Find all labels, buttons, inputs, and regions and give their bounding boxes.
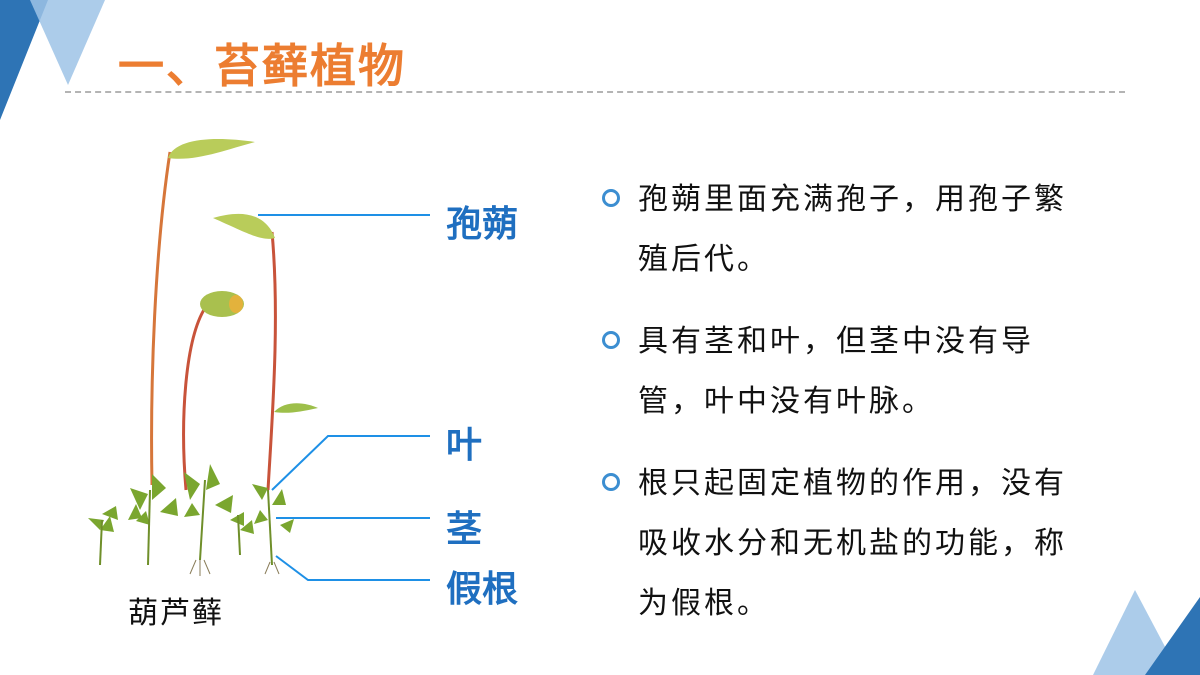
title-divider bbox=[65, 91, 1125, 93]
bullet-text: 根只起固定植物的作用，没有吸收水分和无机盐的功能，称为假根。 bbox=[638, 466, 1067, 621]
moss-stems bbox=[99, 479, 273, 566]
label-rhizoid: 假根 bbox=[446, 569, 519, 610]
moss-stalk-right bbox=[266, 231, 277, 491]
bottom-right-corner-decoration bbox=[1093, 590, 1200, 675]
bullet-ring-icon bbox=[602, 189, 620, 207]
bullet-list: 孢蒴里面充满孢子，用孢子繁殖后代。 具有茎和叶，但茎中没有导管，叶中没有叶脉。 … bbox=[602, 170, 1082, 656]
label-stem: 茎 bbox=[446, 509, 483, 550]
plant-name-caption: 葫芦藓 bbox=[128, 596, 224, 631]
bullet-item: 孢蒴里面充满孢子，用孢子繁殖后代。 bbox=[602, 170, 1082, 290]
bullet-item: 具有茎和叶，但茎中没有导管，叶中没有叶脉。 bbox=[602, 312, 1082, 432]
slide-title: 一、苔藓植物 bbox=[118, 39, 406, 93]
moss-stalk-middle bbox=[182, 307, 207, 491]
rhizoids bbox=[189, 559, 280, 576]
bullet-item: 根只起固定植物的作用，没有吸收水分和无机盐的功能，称为假根。 bbox=[602, 454, 1082, 634]
leader-line-rhizoid bbox=[275, 555, 430, 581]
top-left-corner-decoration bbox=[0, 0, 105, 120]
bullet-ring-icon bbox=[602, 473, 620, 491]
label-leaf: 叶 bbox=[446, 425, 483, 466]
capsule-tall bbox=[168, 139, 255, 159]
capsule-small bbox=[274, 403, 318, 413]
bullet-text: 孢蒴里面充满孢子，用孢子繁殖后代。 bbox=[638, 182, 1067, 277]
leader-line-leaf bbox=[271, 435, 430, 491]
moss-leaves bbox=[88, 464, 294, 534]
label-capsule: 孢蒴 bbox=[446, 204, 519, 245]
bullet-text: 具有茎和叶，但茎中没有导管，叶中没有叶脉。 bbox=[638, 324, 1034, 419]
bullet-ring-icon bbox=[602, 331, 620, 349]
capsule-right bbox=[213, 213, 275, 239]
moss-stalk-tall bbox=[150, 151, 172, 486]
